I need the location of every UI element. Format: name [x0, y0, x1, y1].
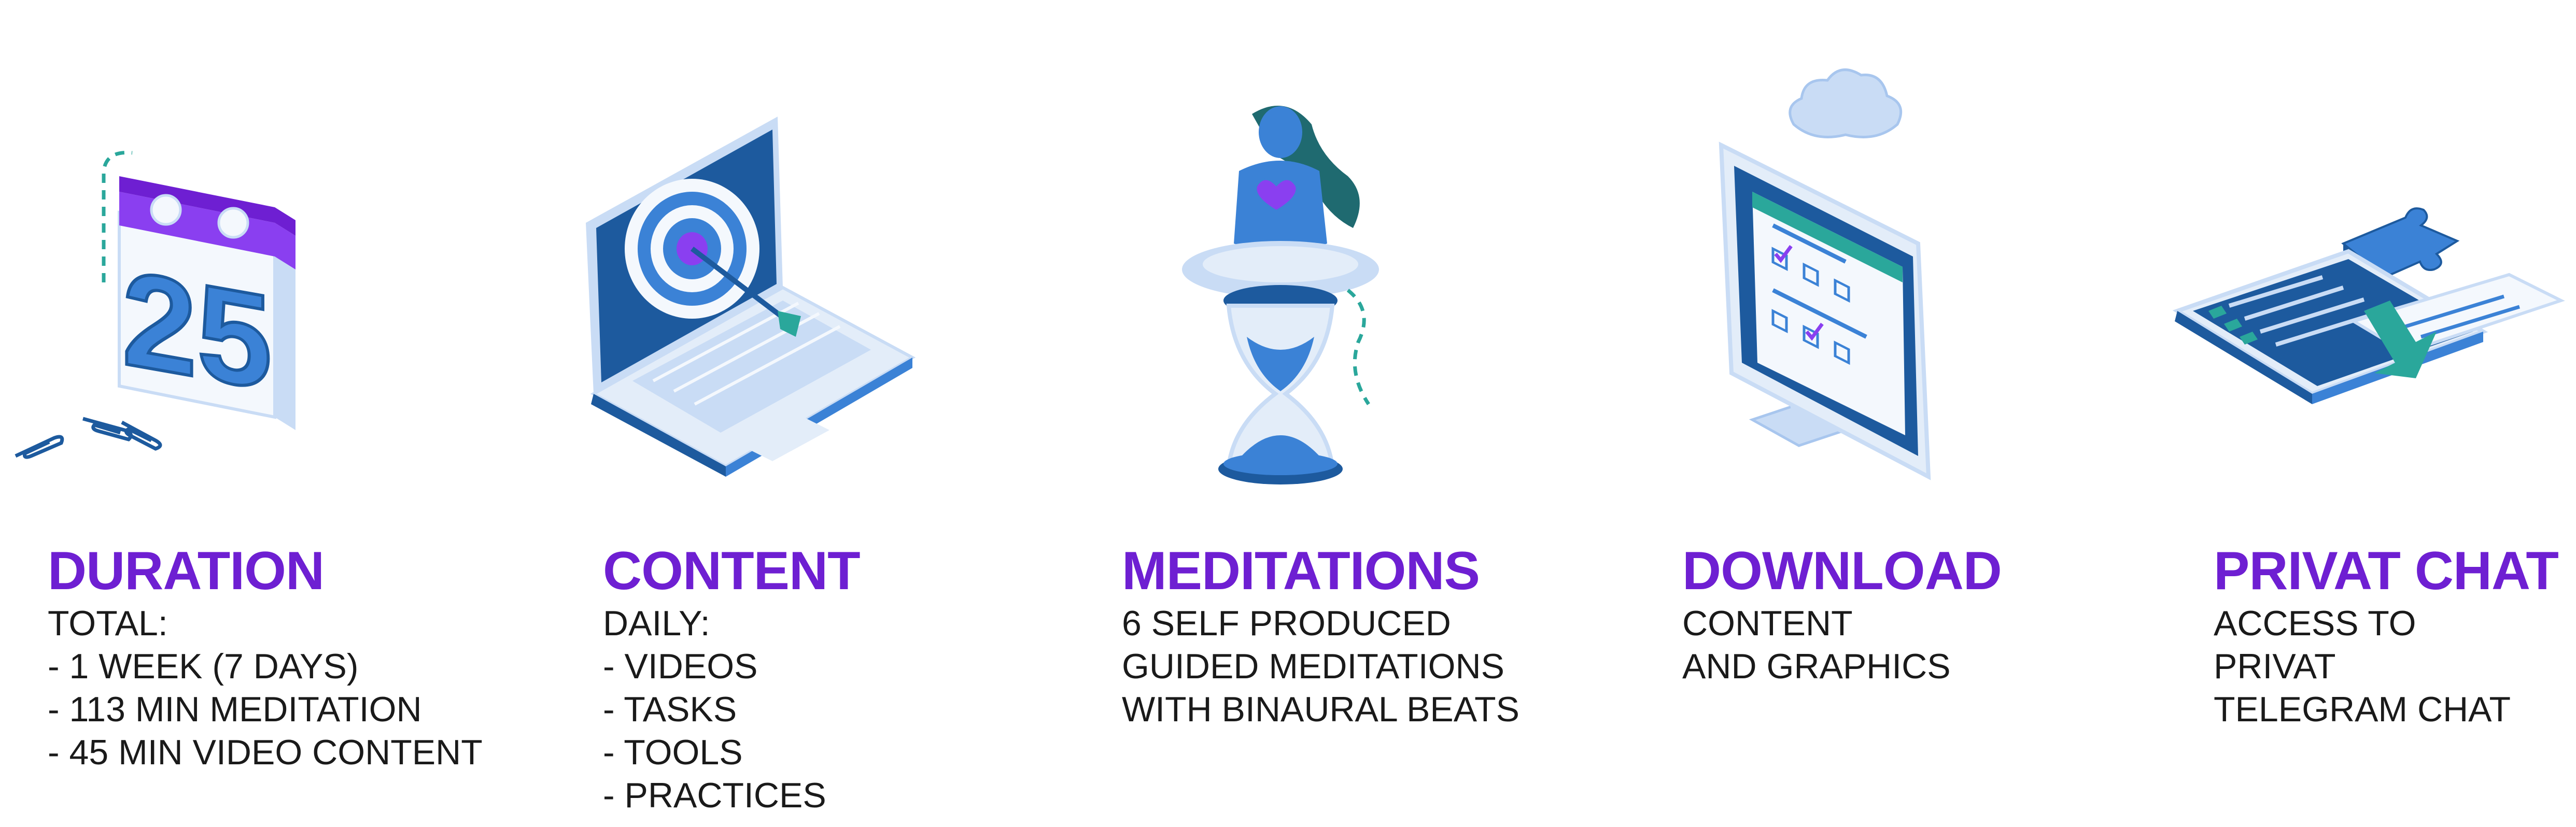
feature-detail-line: DAILY: [603, 604, 710, 643]
feature-detail-line: CONTENT [1682, 604, 1853, 643]
feature-detail-line: TELEGRAM CHAT [2214, 690, 2511, 729]
feature-detail-line: - PRACTICES [603, 776, 826, 815]
feature-detail-line: - 1 WEEK (7 DAYS) [48, 647, 359, 686]
feature-title: CONTENT [603, 541, 861, 601]
feature-details: ACCESS TO PRIVAT TELEGRAM CHAT [2214, 602, 2511, 731]
feature-download: DOWNLOAD CONTENT AND GRAPHICS [1555, 0, 2125, 827]
feature-detail-line: - TASKS [603, 690, 737, 729]
feature-details: CONTENT AND GRAPHICS [1682, 602, 1951, 688]
calendar-day-number: 25 [122, 241, 272, 419]
feature-details: 6 SELF PRODUCED GUIDED MEDITATIONS WITH … [1122, 602, 1519, 731]
calendar-icon: 25 [15, 150, 295, 459]
feature-duration: 25 DURATION TOTAL: - 1 WEEK (7 DAYS) - 1… [0, 0, 570, 827]
feature-title: MEDITATIONS [1122, 541, 1480, 601]
feature-detail-line: - TOOLS [603, 733, 743, 772]
feature-detail-line: WITH BINAURAL BEATS [1122, 690, 1519, 729]
feature-detail-line: TOTAL: [48, 604, 168, 643]
feature-content: CONTENT DAILY: - VIDEOS - TASKS - TOOLS … [518, 0, 1089, 827]
feature-title: PRIVAT CHAT [2214, 541, 2559, 601]
feature-title: DOWNLOAD [1682, 541, 2002, 601]
feature-details: TOTAL: - 1 WEEK (7 DAYS) - 113 MIN MEDIT… [48, 602, 483, 774]
feature-detail-line: GUIDED MEDITATIONS [1122, 647, 1504, 686]
cloud-monitor-icon [1719, 68, 1931, 480]
feature-meditations: MEDITATIONS 6 SELF PRODUCED GUIDED MEDIT… [1037, 0, 1607, 827]
feature-privat-chat: PRIVAT CHAT ACCESS TO PRIVAT TELEGRAM CH… [2074, 0, 2576, 827]
feature-detail-line: 6 SELF PRODUCED [1122, 604, 1451, 643]
meditation-hourglass-icon [1182, 106, 1379, 484]
feature-detail-line: ACCESS TO [2214, 604, 2416, 643]
phone-puzzle-icon [2172, 207, 2565, 404]
feature-detail-line: - 113 MIN MEDITATION [48, 690, 422, 729]
feature-title: DURATION [48, 541, 325, 601]
feature-detail-line: - VIDEOS [603, 647, 758, 686]
feature-detail-line: AND GRAPHICS [1682, 647, 1951, 686]
laptop-target-icon [586, 117, 916, 477]
feature-details: DAILY: - VIDEOS - TASKS - TOOLS - PRACTI… [603, 602, 826, 817]
feature-detail-line: - 45 MIN VIDEO CONTENT [48, 733, 483, 772]
feature-detail-line: PRIVAT [2214, 647, 2336, 686]
